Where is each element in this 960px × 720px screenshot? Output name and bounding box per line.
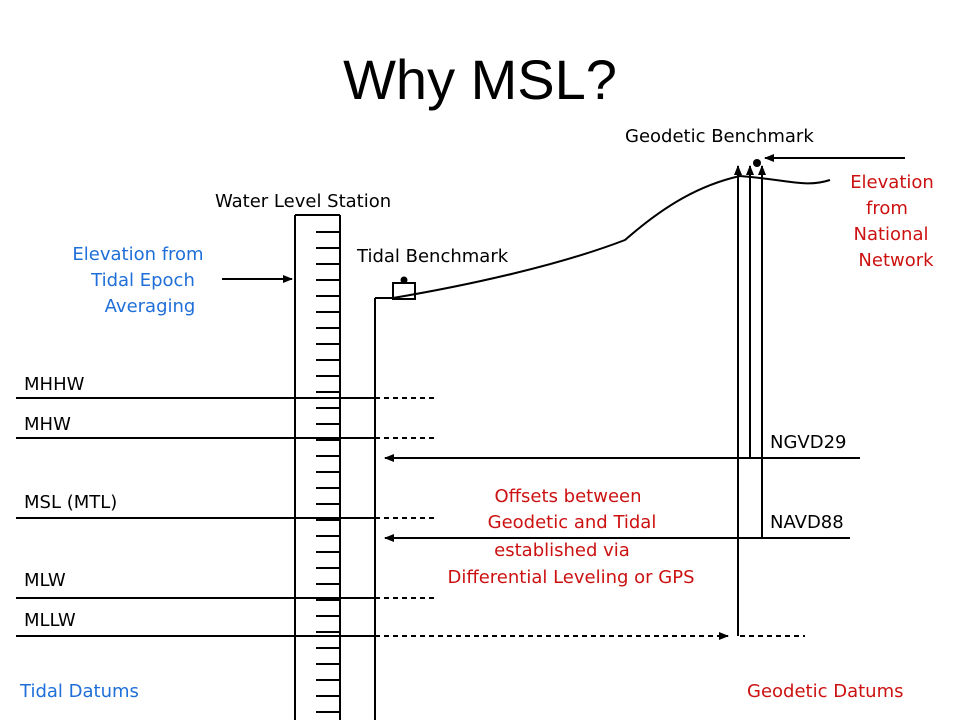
ngvd29-datum: NGVD29 (384, 432, 860, 462)
tidal-epoch-line-2: Tidal Epoch (90, 270, 195, 291)
offsets-label: Offsets between Geodetic and Tidal estab… (447, 486, 694, 588)
offsets-line-4: Differential Leveling or GPS (447, 567, 694, 588)
station-label: Water Level Station (215, 191, 391, 212)
msl-datum: MSL (MTL) (16, 492, 437, 519)
national-network-label: Elevation from National Network (850, 172, 934, 271)
staff-ticks (316, 231, 340, 713)
tidal-benchmark-label: Tidal Benchmark (356, 246, 509, 267)
tidal-epoch-line-1: Elevation from (72, 244, 203, 265)
mllw-datum: MLLW (16, 610, 805, 640)
navd88-datum: NAVD88 (384, 512, 850, 542)
ngvd29-label: NGVD29 (770, 432, 847, 453)
national-network-line-2: from (866, 198, 908, 219)
geodetic-benchmark-label: Geodetic Benchmark (625, 126, 814, 147)
slide-title: Why MSL? (343, 48, 617, 111)
national-network-line-4: Network (858, 250, 934, 271)
tidal-epoch-line-3: Averaging (105, 296, 196, 317)
geodetic-datums-caption: Geodetic Datums (747, 681, 903, 702)
tidal-datums-caption: Tidal Datums (19, 681, 139, 702)
mhw-datum: MHW (16, 414, 437, 439)
msl-label: MSL (MTL) (24, 492, 117, 513)
mlw-datum: MLW (16, 570, 437, 599)
offsets-line-3: established via (494, 540, 630, 561)
offsets-line-1: Offsets between (494, 486, 641, 507)
offsets-line-2: Geodetic and Tidal (488, 512, 657, 533)
tidal-epoch-label: Elevation from Tidal Epoch Averaging (72, 244, 203, 317)
mlw-label: MLW (24, 570, 66, 591)
geodetic-benchmark-marker (753, 159, 761, 167)
mhhw-label: MHHW (24, 374, 85, 395)
navd88-label: NAVD88 (770, 512, 844, 533)
mhw-label: MHW (24, 414, 71, 435)
mhhw-datum: MHHW (16, 374, 437, 399)
ground-surface (392, 174, 831, 299)
national-network-line-1: Elevation (850, 172, 934, 193)
mllw-label: MLLW (24, 610, 76, 631)
leveling-lines (734, 165, 766, 636)
tide-staff (294, 214, 341, 720)
national-network-line-3: National (853, 224, 928, 245)
